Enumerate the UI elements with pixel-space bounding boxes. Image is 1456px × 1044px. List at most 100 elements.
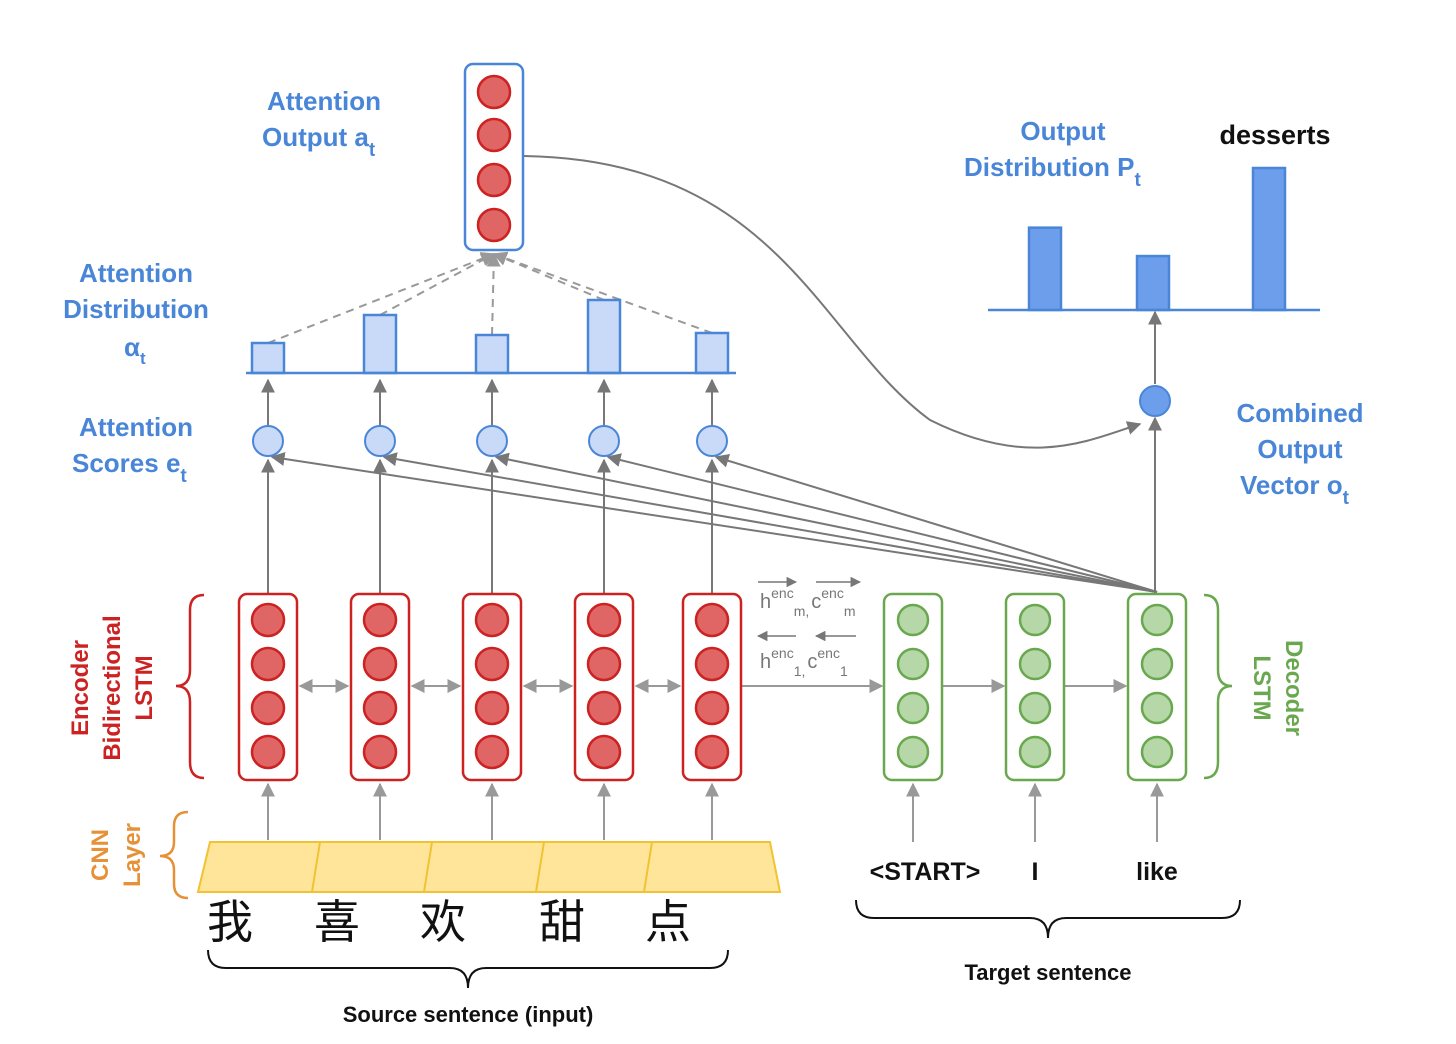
attention-output-vector (463, 62, 525, 252)
cnn-label-1: CNN (87, 829, 114, 881)
encoder-unit (586, 734, 622, 770)
encoder-unit (694, 602, 730, 638)
encoder-unit (250, 690, 286, 726)
attention-distribution-label-2: Distribution (63, 294, 209, 324)
decoder-unit (1140, 691, 1174, 725)
attention-distribution-bar (362, 313, 398, 375)
decoder-to-score-arrow (714, 453, 1158, 593)
decoder-unit (896, 647, 930, 681)
attention-distribution-label-1: Attention (79, 258, 193, 288)
source-brace (207, 949, 729, 989)
encoder-label-2: Bidirectional (99, 615, 126, 760)
attention-distribution-chart (246, 298, 736, 375)
encoder-unit (362, 602, 398, 638)
attention-output-unit (476, 74, 512, 110)
output-distribution-label-1: Output (1020, 116, 1106, 146)
attention-score-node (588, 425, 620, 457)
decoder-brace (1203, 593, 1233, 780)
cnn-divider (643, 841, 653, 893)
target-sentence-label: Target sentence (964, 960, 1131, 985)
decoder-unit (1140, 603, 1174, 637)
attention-to-combined-curve (523, 155, 1142, 449)
source-words: 我喜欢甜点 (207, 895, 691, 949)
decoder-label-1: Decoder (1280, 640, 1307, 736)
decoder-unit (1140, 647, 1174, 681)
target-word: like (1136, 858, 1178, 886)
encoder-final-state: hencm,cencm henc1,cenc1 (756, 576, 862, 679)
decoder-unit (1018, 691, 1052, 725)
cnn-divider (535, 841, 545, 893)
encoder-unit (250, 734, 286, 770)
combined-output-subscript: t (1343, 488, 1350, 509)
attention-distribution-bar (474, 333, 510, 375)
forward-state-label: hencm,cencm (760, 585, 856, 619)
decoder-unit (1018, 603, 1052, 637)
decoder-to-score-arrow (270, 451, 1158, 593)
combined-output-label-2: Output (1257, 434, 1343, 464)
target-brace (855, 899, 1241, 939)
encoder-unit (586, 602, 622, 638)
attention-distribution-bar (586, 298, 622, 375)
encoder-cell (461, 592, 523, 782)
output-distribution-subscript: t (1134, 170, 1141, 191)
attention-scores-label-2: Scores et (72, 448, 187, 487)
decoder-label-2: LSTM (1248, 655, 1275, 720)
decoder-cell (1004, 592, 1066, 782)
connector-arrows (261, 155, 1164, 842)
cnn-divider (311, 841, 321, 893)
encoder-cell (237, 592, 299, 782)
decoder-unit (896, 603, 930, 637)
attention-output-unit (476, 207, 512, 243)
encoder-label-3: LSTM (131, 655, 158, 720)
output-distribution-label-2: Distribution Pt (964, 152, 1141, 191)
attention-score-node (252, 425, 284, 457)
encoder-unit (474, 646, 510, 682)
decoder-cell (882, 592, 944, 782)
encoder-unit (586, 690, 622, 726)
attention-distribution-label-3: αt (124, 332, 146, 368)
backward-state-label: henc1,cenc1 (760, 645, 848, 679)
encoder-cell (349, 592, 411, 782)
source-word: 甜 (539, 895, 585, 949)
source-word: 喜 (314, 895, 360, 949)
encoder-unit (474, 690, 510, 726)
attention-distribution-bar (250, 341, 286, 375)
encoder-unit (474, 734, 510, 770)
decoder-to-score-arrow (606, 453, 1158, 593)
source-sentence-label: Source sentence (input) (343, 1002, 594, 1027)
desserts-label: desserts (1219, 120, 1330, 150)
encoder-unit (586, 646, 622, 682)
attention-scores-label-1: Attention (79, 412, 193, 442)
source-word: 欢 (420, 895, 466, 949)
attention-distribution-bar (694, 331, 730, 375)
output-distribution-bar (1251, 166, 1287, 312)
attention-output-box (463, 62, 525, 252)
distribution-to-output-dashed-arrow (486, 252, 501, 336)
attention-scores (252, 385, 1171, 457)
attention-output-unit (476, 117, 512, 153)
source-word: 点 (645, 895, 691, 949)
attention-output-label-2: Output at (262, 122, 376, 161)
decoder-unit (1018, 647, 1052, 681)
encoder-unit (694, 646, 730, 682)
decoder-unit (1140, 735, 1174, 769)
decoder-unit (896, 735, 930, 769)
cnn-trapezoid (196, 841, 782, 893)
attention-score-node (476, 425, 508, 457)
decoder-unit (896, 691, 930, 725)
attention-output-label-1: Attention (267, 86, 381, 116)
attention-score-node (364, 425, 396, 457)
combined-output-node (1139, 385, 1171, 417)
output-distribution-bar (1027, 226, 1063, 312)
distribution-to-output-dashed-arrow (492, 251, 713, 334)
output-distribution-bar (1135, 254, 1171, 312)
encoder-unit (474, 602, 510, 638)
decoder-lstm (882, 592, 1188, 782)
attention-score-node (696, 425, 728, 457)
cnn-brace (159, 810, 189, 900)
combined-output-label-3: Vector ot (1240, 470, 1350, 509)
decoder-cell (1126, 592, 1188, 782)
target-word: I (1032, 858, 1039, 886)
encoder-cell (681, 592, 743, 782)
braces (159, 593, 1241, 989)
